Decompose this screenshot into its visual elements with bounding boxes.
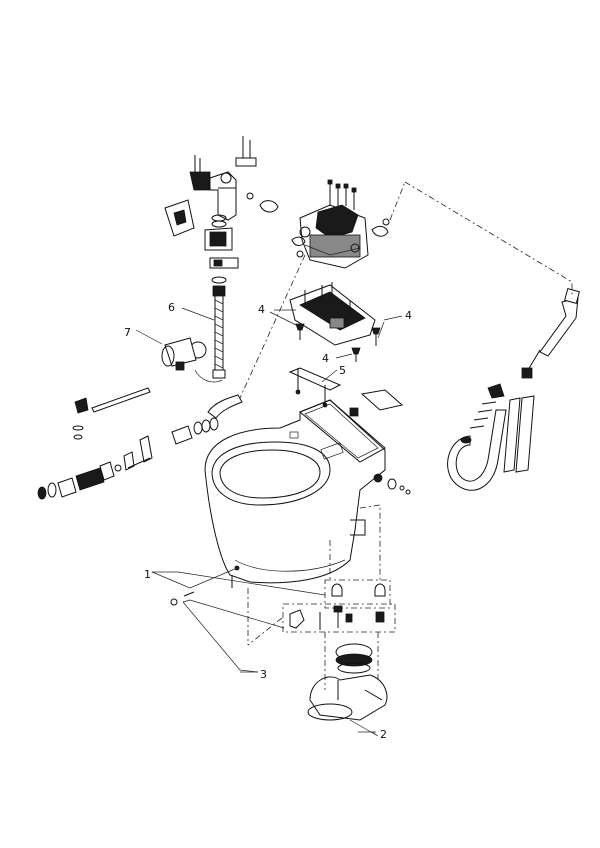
bolt-hardware-box (282, 603, 396, 633)
callout-2: 2 (380, 728, 387, 741)
callout-4-right: 4 (405, 309, 412, 322)
callout-4-left: 4 (258, 303, 265, 316)
supply-elbow-assembly (164, 136, 257, 284)
cover-plate (360, 389, 404, 411)
assembly-leader-lines (239, 181, 573, 690)
control-valve-assembly (246, 179, 390, 269)
callout-tails (240, 309, 403, 733)
screw-part-3 (170, 591, 195, 606)
callout-1: 1 (144, 568, 151, 581)
callout-3: 3 (260, 668, 267, 681)
bracket-part-5 (288, 367, 342, 408)
floor-anchor-box (324, 579, 391, 609)
callout-7: 7 (124, 326, 131, 339)
braided-hose-part-6 (207, 285, 243, 419)
flexible-hose-right (447, 288, 580, 491)
waste-outlet-part-2 (307, 643, 388, 721)
side-fittings (373, 473, 411, 495)
callout-labels: 1 2 3 4 4 4 5 6 7 (124, 301, 412, 741)
angle-valve-part-7 (161, 337, 223, 383)
nut-part (349, 407, 359, 417)
callout-4-lower: 4 (322, 352, 329, 365)
callout-6: 6 (168, 301, 175, 314)
callout-5: 5 (339, 364, 346, 377)
callout-leaders (135, 307, 385, 737)
toilet-bowl (204, 399, 386, 588)
mounting-plate (289, 282, 381, 362)
spray-wand-assembly (37, 387, 219, 500)
